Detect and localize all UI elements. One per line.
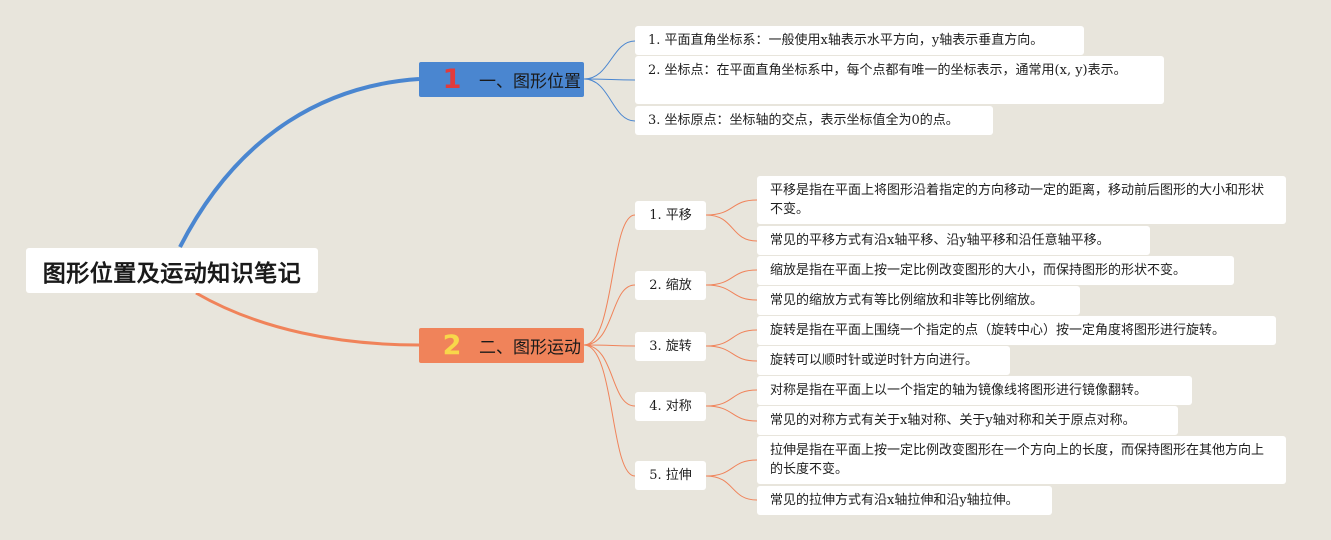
branch1-number-badge: 1 xyxy=(442,64,462,95)
branch2-topic2-line xyxy=(583,284,636,346)
detail-scaling-types[interactable]: 常见的缩放方式有等比例缩放和非等比例缩放。 xyxy=(757,286,1080,315)
detail-translation-types[interactable]: 常见的平移方式有沿x轴平移、沿y轴平移和沿任意轴平移。 xyxy=(757,226,1150,255)
branch1-item-text: 1. 平面直角坐标系：一般使用x轴表示水平方向，y轴表示垂直方向。 xyxy=(648,33,1044,48)
topic2-detail1-line xyxy=(705,269,758,286)
detail-symmetry-types[interactable]: 常见的对称方式有关于x轴对称、关于y轴对称和关于原点对称。 xyxy=(757,406,1178,435)
detail-stretch-definition[interactable]: 拉伸是指在平面上按一定比例改变图形在一个方向上的长度，而保持图形在其他方向上的长… xyxy=(757,436,1286,484)
detail-text: 常见的拉伸方式有沿x轴拉伸和沿y轴拉伸。 xyxy=(770,493,1019,508)
topic-label: 2. 缩放 xyxy=(649,278,692,293)
branch2-label: 二、图形运动 xyxy=(479,338,581,358)
topic4-detail2-line xyxy=(705,405,758,422)
branch1-label: 一、图形位置 xyxy=(479,72,581,92)
branch1-item-3[interactable]: 3. 坐标原点：坐标轴的交点，表示坐标值全为0的点。 xyxy=(635,106,993,135)
detail-text: 缩放是指在平面上按一定比例改变图形的大小，而保持图形的形状不变。 xyxy=(770,263,1187,278)
topic-stretch[interactable]: 5. 拉伸 xyxy=(635,461,706,490)
detail-text: 平移是指在平面上将图形沿着指定的方向移动一定的距离，移动前后图形的大小和形状不变… xyxy=(770,183,1265,217)
detail-scaling-definition[interactable]: 缩放是指在平面上按一定比例改变图形的大小，而保持图形的形状不变。 xyxy=(757,256,1234,285)
detail-text: 常见的平移方式有沿x轴平移、沿y轴平移和沿任意轴平移。 xyxy=(770,233,1110,248)
detail-text: 旋转是指在平面上围绕一个指定的点（旋转中心）按一定角度将图形进行旋转。 xyxy=(770,323,1226,338)
root-to-branch2-line xyxy=(195,291,420,347)
topic-label: 4. 对称 xyxy=(649,399,692,414)
branch1-item-text: 2. 坐标点：在平面直角坐标系中，每个点都有唯一的坐标表示，通常用(x, y)表… xyxy=(648,63,1127,78)
topic1-detail1-line xyxy=(705,199,758,216)
branch2-topic3-line xyxy=(583,344,636,347)
detail-rotation-definition[interactable]: 旋转是指在平面上围绕一个指定的点（旋转中心）按一定角度将图形进行旋转。 xyxy=(757,316,1276,345)
detail-text: 拉伸是指在平面上按一定比例改变图形在一个方向上的长度，而保持图形在其他方向上的长… xyxy=(770,443,1265,477)
topic-scaling[interactable]: 2. 缩放 xyxy=(635,271,706,300)
branch1-item-1[interactable]: 1. 平面直角坐标系：一般使用x轴表示水平方向，y轴表示垂直方向。 xyxy=(635,26,1084,55)
detail-translation-definition[interactable]: 平移是指在平面上将图形沿着指定的方向移动一定的距离，移动前后图形的大小和形状不变… xyxy=(757,176,1286,224)
topic5-detail1-line xyxy=(705,459,758,477)
topic-symmetry[interactable]: 4. 对称 xyxy=(635,392,706,421)
branch2-topic4-line xyxy=(583,344,636,407)
branch2-number-badge: 2 xyxy=(442,330,462,361)
topic3-detail2-line xyxy=(705,345,758,362)
branch1-item2-line xyxy=(583,78,636,81)
detail-rotation-direction[interactable]: 旋转可以顺时针或逆时针方向进行。 xyxy=(757,346,1010,375)
root-to-branch1-line xyxy=(178,77,420,248)
topic1-detail2-line xyxy=(705,214,758,242)
branch-node-position[interactable]: 1 一、图形位置 xyxy=(419,62,584,97)
branch1-item-text: 3. 坐标原点：坐标轴的交点，表示坐标值全为0的点。 xyxy=(648,113,959,128)
branch2-topic1-line xyxy=(583,214,636,346)
detail-text: 常见的对称方式有关于x轴对称、关于y轴对称和关于原点对称。 xyxy=(770,413,1136,428)
branch1-item3-line xyxy=(583,78,636,122)
branch1-item1-line xyxy=(583,40,636,80)
detail-text: 旋转可以顺时针或逆时针方向进行。 xyxy=(770,353,979,368)
topic-rotation[interactable]: 3. 旋转 xyxy=(635,332,706,361)
topic5-detail2-line xyxy=(705,475,758,501)
branch1-item-2[interactable]: 2. 坐标点：在平面直角坐标系中，每个点都有唯一的坐标表示，通常用(x, y)表… xyxy=(635,56,1164,104)
root-node[interactable]: 图形位置及运动知识笔记 xyxy=(26,248,318,293)
topic4-detail1-line xyxy=(705,389,758,407)
topic2-detail2-line xyxy=(705,284,758,301)
topic-label: 3. 旋转 xyxy=(649,339,692,354)
branch2-topic5-line xyxy=(583,344,636,477)
detail-stretch-types[interactable]: 常见的拉伸方式有沿x轴拉伸和沿y轴拉伸。 xyxy=(757,486,1052,515)
detail-symmetry-definition[interactable]: 对称是指在平面上以一个指定的轴为镜像线将图形进行镜像翻转。 xyxy=(757,376,1192,405)
topic-label: 5. 拉伸 xyxy=(649,468,692,483)
detail-text: 常见的缩放方式有等比例缩放和非等比例缩放。 xyxy=(770,293,1044,308)
topic-translation[interactable]: 1. 平移 xyxy=(635,201,706,230)
branch-node-motion[interactable]: 2 二、图形运动 xyxy=(419,328,584,363)
topic-label: 1. 平移 xyxy=(649,208,692,223)
topic3-detail1-line xyxy=(705,329,758,347)
detail-text: 对称是指在平面上以一个指定的轴为镜像线将图形进行镜像翻转。 xyxy=(770,383,1148,398)
root-title: 图形位置及运动知识笔记 xyxy=(42,260,302,287)
